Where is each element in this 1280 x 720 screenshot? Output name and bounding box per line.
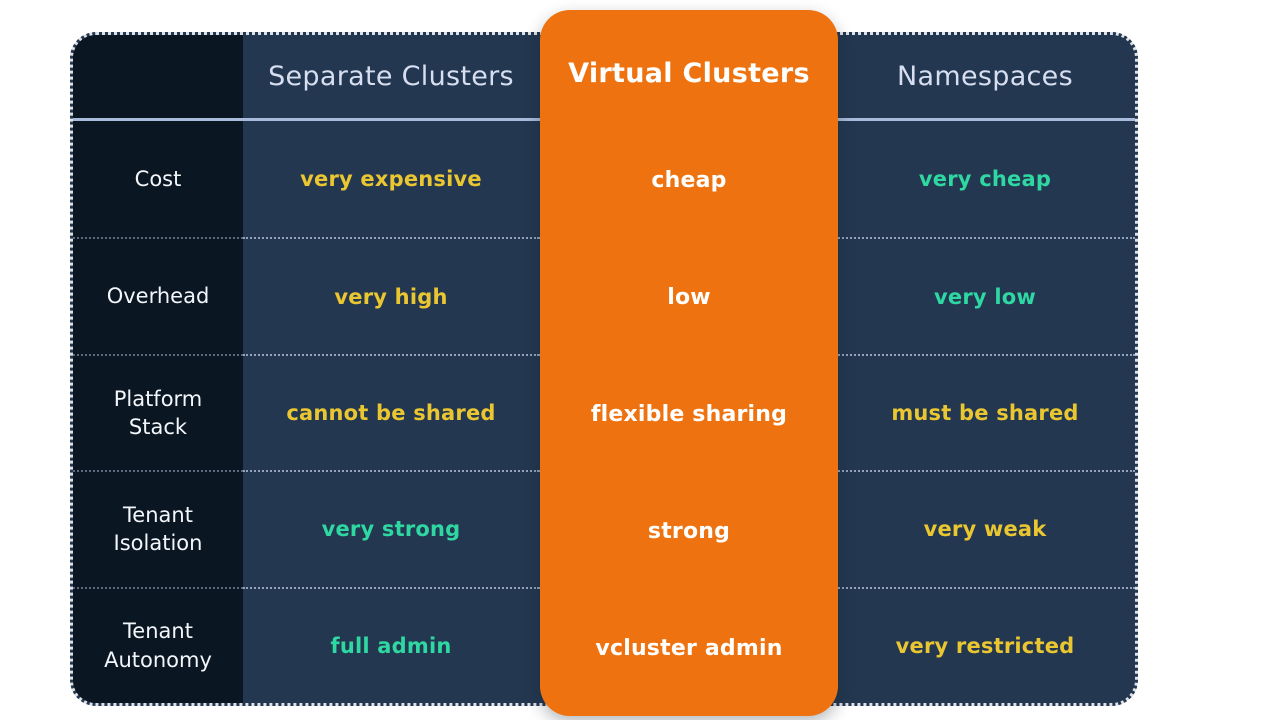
cell-tenant-isolation-namespaces: very weak bbox=[835, 470, 1135, 586]
row-label-overhead: Overhead bbox=[73, 237, 243, 354]
cell-platform-stack-virtual: flexible sharing bbox=[590, 402, 788, 427]
cell-platform-stack-separate: cannot be shared bbox=[243, 353, 539, 470]
cell-platform-stack-namespaces: must be shared bbox=[835, 353, 1135, 470]
cell-tenant-autonomy-virtual: vcluster admin bbox=[595, 636, 783, 661]
row-label-text: Overhead bbox=[106, 284, 210, 309]
cell-overhead-virtual: low bbox=[667, 285, 711, 310]
cell-cost-virtual: cheap bbox=[651, 168, 727, 193]
header-namespaces: Namespaces bbox=[835, 35, 1135, 121]
virtual-clusters-highlight-column: Virtual Clusters cheap low flexible shar… bbox=[540, 10, 838, 716]
row-label-platform-stack: Platform Stack bbox=[73, 353, 243, 471]
row-label-tenant-autonomy: Tenant Autonomy bbox=[73, 586, 243, 703]
cell-overhead-separate: very high bbox=[243, 237, 539, 353]
cell-tenant-autonomy-separate: full admin bbox=[243, 586, 539, 703]
row-label-text: Platform Stack bbox=[113, 386, 203, 439]
row-label-text: Tenant Autonomy bbox=[104, 619, 212, 672]
header-virtual-clusters: Virtual Clusters bbox=[568, 57, 810, 89]
header-separate-clusters: Separate Clusters bbox=[243, 35, 539, 121]
cell-cost-separate: very expensive bbox=[300, 167, 482, 192]
row-label-tenant-isolation: Tenant Isolation bbox=[73, 470, 243, 587]
row-label-text: Cost bbox=[134, 167, 182, 192]
header-empty-corner bbox=[73, 35, 243, 121]
row-label-cost: Cost bbox=[73, 121, 243, 238]
row-label-text: Tenant Isolation bbox=[113, 503, 203, 556]
cell-cost-namespaces: very cheap bbox=[918, 167, 1052, 192]
cell-tenant-isolation-virtual: strong bbox=[647, 519, 731, 544]
cell-overhead-namespaces: very low bbox=[835, 237, 1135, 353]
cell-tenant-autonomy-namespaces: very restricted bbox=[835, 586, 1135, 703]
cell-tenant-isolation-separate: very strong bbox=[243, 470, 539, 586]
